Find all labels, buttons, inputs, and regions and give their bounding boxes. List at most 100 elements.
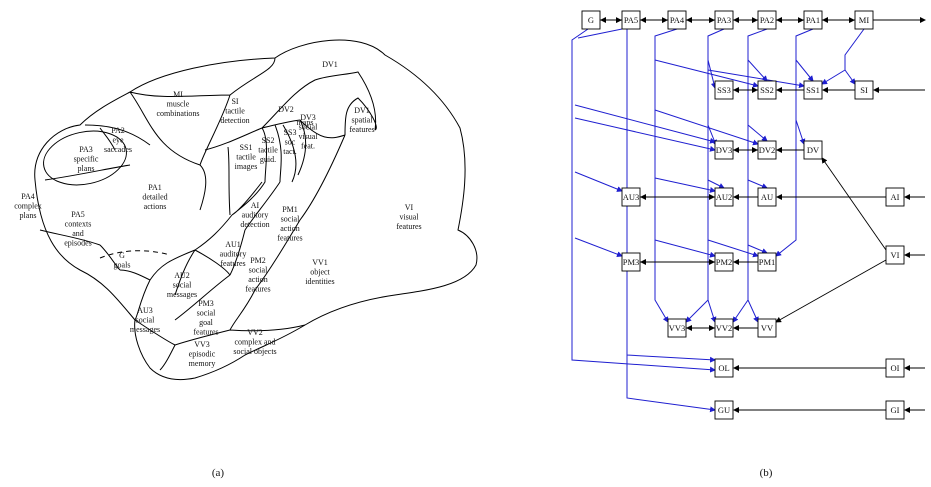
brain-label-au2-line-1: social	[173, 281, 192, 290]
brain-label-pm2-line-1: social	[249, 266, 268, 275]
node-dv2: DV2	[758, 141, 776, 159]
node-dv3: DV3	[715, 141, 733, 159]
node-label: DV	[807, 145, 820, 155]
node-au3: AU3	[622, 188, 640, 206]
node-label: AU	[761, 192, 773, 202]
black-connections	[600, 20, 925, 410]
node-au: AU	[758, 188, 776, 206]
node-label: AU2	[716, 192, 733, 202]
node-label: DV3	[716, 145, 733, 155]
brain-label-dv3-line-0: DV3	[300, 113, 316, 122]
brain-label-pa3-line-1: specific	[74, 155, 99, 164]
node-label: OL	[718, 363, 729, 373]
blue-pa4-dv2	[655, 110, 758, 144]
brain-label-pa5-line-1: contexts	[65, 220, 92, 229]
node-label: VV2	[716, 323, 733, 333]
edge-vi-dv	[822, 158, 886, 250]
brain-label-ai-line-2: detection	[240, 220, 269, 229]
blue-pa5-gu	[627, 355, 715, 410]
blue-pa3-vv3	[686, 300, 708, 322]
node-label: AU3	[623, 192, 640, 202]
node-oi: OI	[886, 359, 904, 377]
brain-label-pa2-line-1: eye	[112, 136, 124, 145]
brain-label-ai-line-1: auditory	[242, 211, 269, 220]
node-ss3: SS3	[715, 81, 733, 99]
brain-label-pa1-line-2: actions	[144, 202, 167, 211]
blue-mi-si	[845, 70, 855, 84]
node-pa5: PA5	[622, 11, 640, 29]
node-label: PA1	[806, 15, 820, 25]
brain-label-mi-line-1: muscle	[167, 100, 190, 109]
brain-label-pa1-line-1: detailed	[142, 193, 167, 202]
edge-vi-vv	[776, 260, 886, 322]
brain-label-pa2-line-2: saccades	[104, 145, 132, 154]
node-pm2: PM2	[715, 253, 733, 271]
node-label: MI	[859, 15, 870, 25]
brain-label-g-line-0: G	[119, 251, 125, 260]
brain-label-g-line-1: goals	[114, 261, 131, 270]
blue-mi-ss1	[822, 29, 864, 84]
brain-label-vv3-line-0: VV3	[194, 340, 210, 349]
brain-label-vi-line-2: features	[396, 222, 421, 231]
brain-label-dv3-line-3: feat.	[301, 142, 315, 151]
brain-label-pa3-line-0: PA3	[79, 145, 93, 154]
brain-label-ai-line-0: AI	[251, 201, 260, 210]
brain-labels: MImusclecombinationsSItactiledetectionDV…	[14, 60, 421, 368]
blue-pa2-dv2	[748, 125, 767, 141]
node-label: VI	[891, 250, 900, 260]
brain-label-pm1-line-3: features	[277, 234, 302, 243]
node-vv: VV	[758, 319, 776, 337]
blue-pa1-dv	[796, 120, 804, 144]
blue-pa1-ss1	[796, 60, 813, 81]
brain-label-vv1-line-0: VV1	[312, 258, 328, 267]
brain-label-pa2-line-0: PA2	[111, 126, 125, 135]
node-pm3: PM3	[622, 253, 640, 271]
node-label: PA5	[624, 15, 638, 25]
brain-label-pm2-line-2: action	[248, 275, 268, 284]
brain-label-vv3-line-1: episodic	[189, 350, 216, 359]
brain-label-pm3-line-1: social	[197, 309, 216, 318]
node-label: DV2	[759, 145, 776, 155]
node-vi: VI	[886, 246, 904, 264]
brain-label-pa4-line-0: PA4	[21, 192, 35, 201]
node-label: GI	[891, 405, 900, 415]
brain-label-pm1-line-0: PM1	[282, 205, 298, 214]
caption-b: (b)	[760, 467, 773, 479]
brain-label-au1-line-2: features	[220, 259, 245, 268]
brain-label-dv1-line-1: spatial	[352, 116, 374, 125]
blue-pa5-g	[578, 29, 622, 38]
brain-label-ss3-line-0: SS3	[284, 128, 297, 137]
blue-g-ol	[572, 29, 715, 370]
node-ol: OL	[715, 359, 733, 377]
brain-label-dv1-line-2: features	[349, 125, 374, 134]
node-ss2: SS2	[758, 81, 776, 99]
brain-label-pm3-line-2: goal	[199, 318, 214, 327]
brain-label-pm2-line-3: features	[245, 285, 270, 294]
node-label: SS2	[760, 85, 774, 95]
brain-label-pm2-line-0: PM2	[250, 256, 266, 265]
blue-pa2-vv2	[733, 300, 748, 322]
node-label: GU	[718, 405, 730, 415]
brain-label-vv3-line-2: memory	[189, 359, 216, 368]
node-label: G	[588, 15, 594, 25]
brain-label-ss1-line-0: SS1	[240, 143, 253, 152]
brain-label-au2-line-0: AU2	[174, 271, 190, 280]
brain-label-pa3-line-2: plans	[78, 164, 95, 173]
node-label: VV3	[669, 323, 686, 333]
brain-label-vv1-line-2: identities	[305, 277, 334, 286]
caption-a: (a)	[212, 467, 225, 479]
brain-label-pa4-line-2: plans	[20, 211, 37, 220]
blue-pa2-pm1	[748, 245, 767, 253]
brain-label-vi-line-1: visual	[399, 213, 419, 222]
brain-label-ss3-line-2: tact.	[283, 147, 297, 156]
brain-label-au1-line-0: AU1	[225, 240, 241, 249]
brain-label-ss3-line-1: soc	[285, 138, 296, 147]
brain-label-dv1top-line-0: DV1	[322, 60, 338, 69]
brain-map: MImusclecombinationsSItactiledetectionDV…	[14, 40, 477, 380]
node-pa3: PA3	[715, 11, 733, 29]
blue-g-dv3	[575, 105, 715, 142]
brain-label-au1-line-1: auditory	[220, 250, 247, 259]
brain-label-pm1-line-2: action	[280, 224, 300, 233]
